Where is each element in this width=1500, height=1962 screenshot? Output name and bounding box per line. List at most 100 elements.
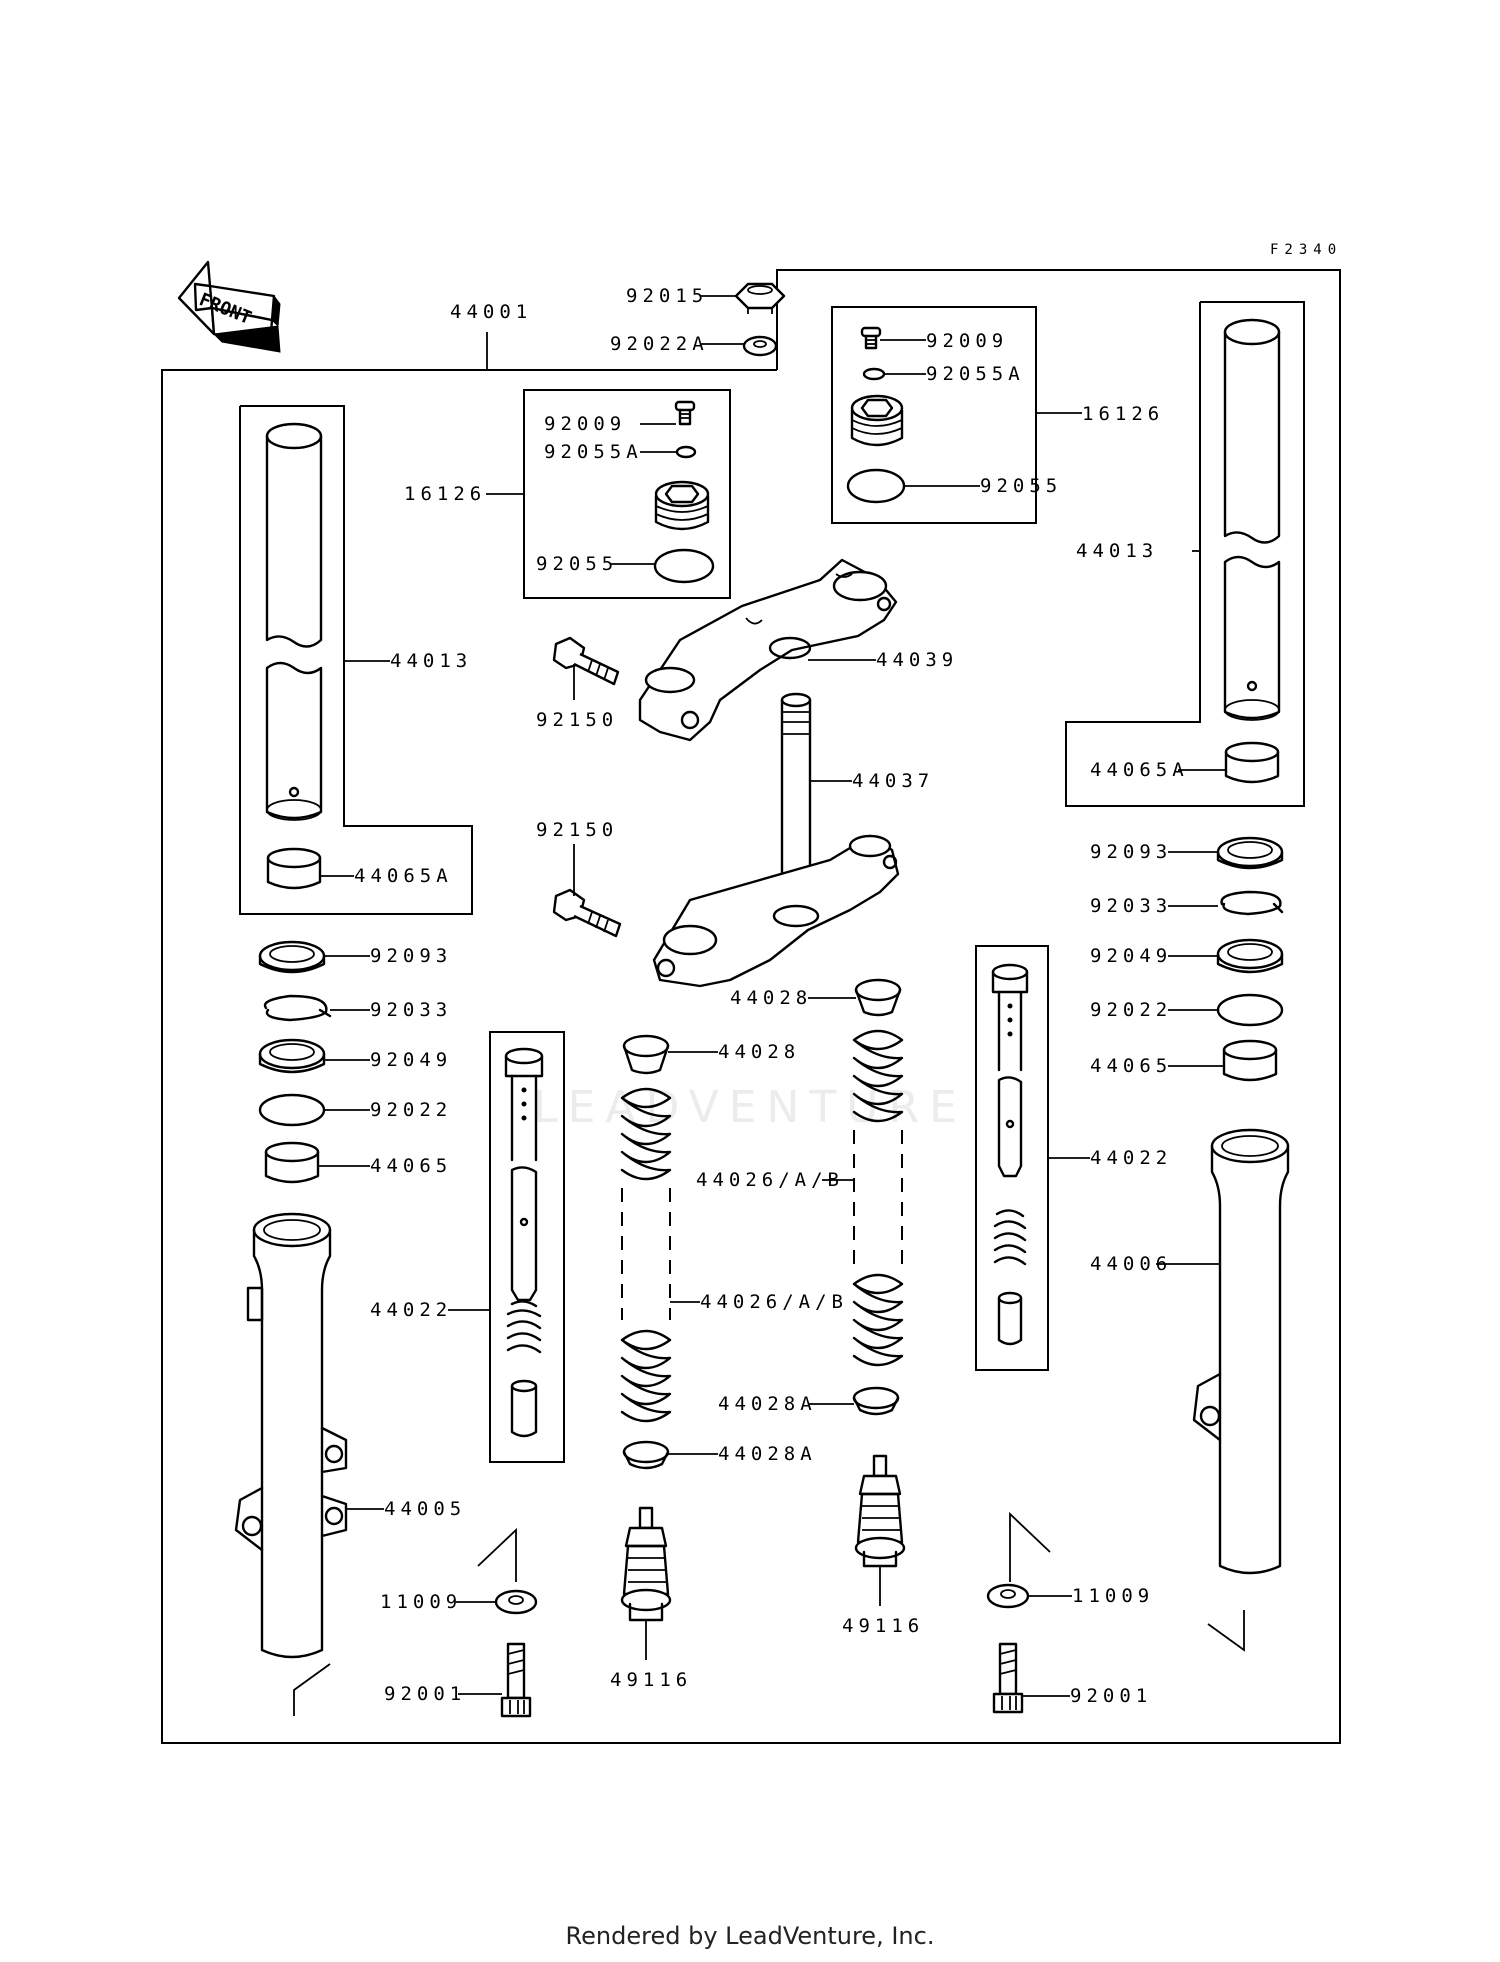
diagram-code: F2340 [1270,242,1342,258]
label-44005: 44005 [384,1498,466,1520]
fork-cap-right [850,394,904,447]
damper-rod-left [504,1047,544,1438]
bolt-92150-upper [552,636,620,686]
dust-seal-92093-right [1216,836,1284,870]
tick-mark-bottom-left [293,1663,331,1716]
oil-seal-92049-left [258,1038,326,1074]
oil-seal-92049-right [1216,938,1284,974]
label-92009-center: 92009 [544,413,626,435]
label-44006: 44006 [1090,1253,1172,1275]
label-44028a-right: 44028A [718,1393,817,1415]
tube-box-right [1065,301,1305,807]
label-92001-right: 92001 [1070,1685,1152,1707]
label-16126-center: 16126 [404,483,486,505]
label-92022-left: 92022 [370,1099,452,1121]
clip-92033-left [263,994,332,1022]
label-92055a-center: 92055A [544,441,643,463]
label-92150-lower: 92150 [536,819,618,841]
label-44065-right: 44065 [1090,1055,1172,1077]
screw-92009-right [860,326,882,350]
tick-mark-bottom-right [1207,1610,1245,1652]
label-49116-center: 49116 [610,1669,692,1691]
bushing-44065a-right [1224,741,1280,784]
label-44026-right: 44026/A/B [696,1169,844,1191]
cap-assembly-box-right [831,306,1037,524]
label-44022-right: 44022 [1090,1147,1172,1169]
spring-44026-right [852,1029,904,1367]
tick-mark-center-right [1009,1511,1051,1582]
spring-seat-44028a-right [852,1386,900,1416]
upper-bracket-44039 [638,558,898,742]
washer-11009-left [494,1589,538,1615]
washer-92022a-top [742,335,778,357]
label-92033-right: 92033 [1090,895,1172,917]
label-92055-right: 92055 [980,475,1062,497]
spring-seat-44028-right [854,978,902,1017]
oring-92055a-center [675,445,697,459]
label-92015: 92015 [626,285,708,307]
label-92049-left: 92049 [370,1049,452,1071]
damper-rod-box-right [975,945,1049,1371]
oring-92055-right [846,468,906,504]
base-valve-49116-center [620,1506,672,1622]
label-44028-right: 44028 [730,987,812,1009]
main-frame [161,269,1341,1744]
dust-seal-92093-left [258,940,326,974]
tube-box-left [239,405,473,915]
label-92093-left: 92093 [370,945,452,967]
bolt-92001-right [992,1642,1024,1714]
tick-mark-center-left [477,1527,517,1582]
label-44028-center: 44028 [718,1041,800,1063]
label-44065-left: 44065 [370,1155,452,1177]
oring-92055-center [653,548,715,584]
label-44037: 44037 [852,770,934,792]
label-92001-left: 92001 [384,1683,466,1705]
front-arrow-icon: FRONT [177,260,281,353]
label-92033-left: 92033 [370,999,452,1021]
bolt-92001-left [500,1642,532,1718]
damper-rod-right [991,963,1029,1346]
spring-44026-center [620,1087,672,1423]
label-44001: 44001 [450,301,532,323]
label-92022a-top: 92022A [610,333,709,355]
label-44065a-left: 44065A [354,865,453,887]
watermark-text: LEADVENTURE [533,1082,967,1133]
label-92009-right: 92009 [926,330,1008,352]
bushing-44065-left [264,1141,320,1184]
bushing-44065-right [1222,1039,1278,1082]
outer-tube-44005-left [234,1212,348,1659]
label-44013-left: 44013 [390,650,472,672]
bushing-44065a-left [266,847,322,890]
base-valve-49116-right [854,1454,906,1568]
washer-92022-left [258,1093,326,1127]
spring-seat-44028a-center [622,1440,670,1470]
footer-credit: Rendered by LeadVenture, Inc. [565,1922,935,1950]
washer-11009-right [986,1583,1030,1609]
label-92093-right: 92093 [1090,841,1172,863]
clip-92033-right [1220,890,1284,916]
damper-rod-box-left [489,1031,565,1463]
label-44022-left: 44022 [370,1299,452,1321]
label-11009-left: 11009 [380,1591,462,1613]
fork-cap-center [654,480,710,531]
oring-92055a-right [862,367,886,381]
label-16126-right: 16126 [1082,403,1164,425]
lower-bracket [652,834,900,988]
label-11009-right: 11009 [1072,1585,1154,1607]
label-44039: 44039 [876,649,958,671]
screw-92009-center [674,400,696,426]
label-44013-right: 44013 [1076,540,1158,562]
bolt-92150-lower [552,888,622,938]
outer-tube-44006-right [1192,1128,1290,1575]
label-44028a-center: 44028A [718,1443,817,1465]
label-92150-upper: 92150 [536,709,618,731]
inner-tube-left [265,422,323,821]
washer-92022-right [1216,993,1284,1027]
label-92049-right: 92049 [1090,945,1172,967]
label-44065a-right: 44065A [1090,759,1189,781]
label-49116-right: 49116 [842,1615,924,1637]
spring-seat-44028-center [622,1034,670,1075]
label-92022-right: 92022 [1090,999,1172,1021]
label-92055-center: 92055 [536,553,618,575]
